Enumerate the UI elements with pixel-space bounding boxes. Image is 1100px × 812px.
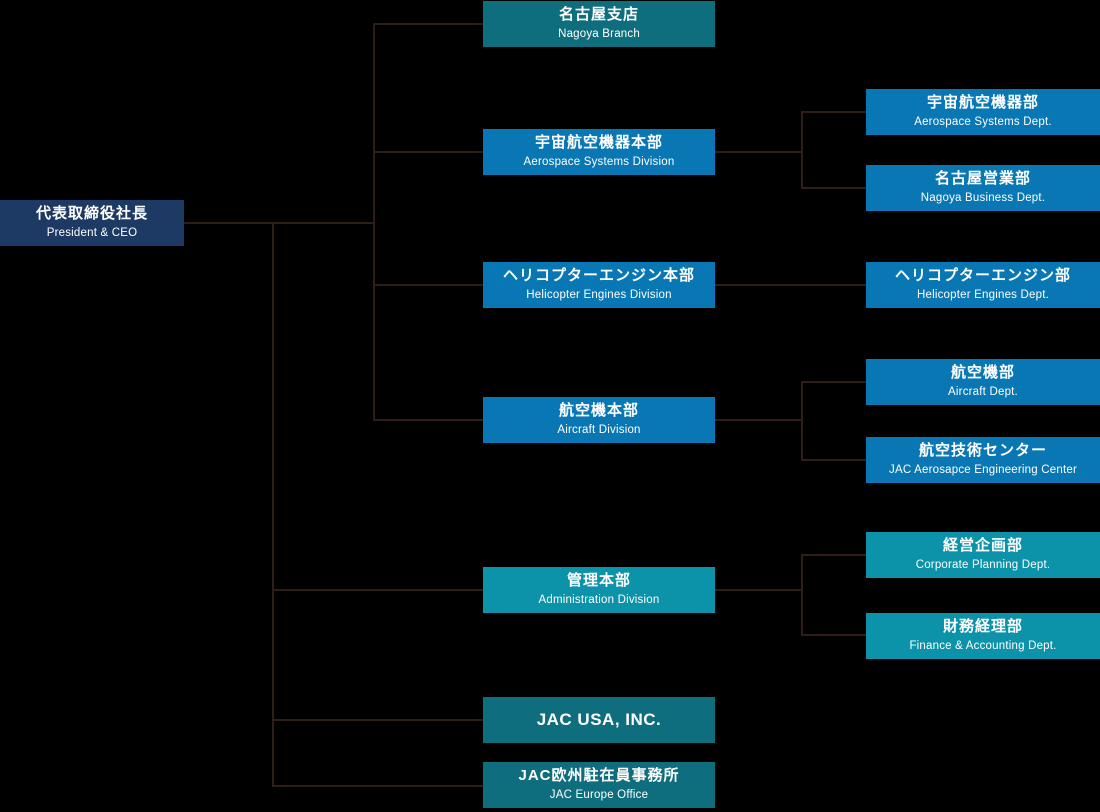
node-title-ja: 航空機本部 [558,402,639,420]
node-title-en: JAC Aerosapce Engineering Center [889,464,1077,477]
connector-line [184,222,375,224]
node-title-ja: ヘリコプターエンジン部 [894,267,1071,285]
connector-line [801,381,803,459]
node-jac-europe-office: JAC欧州駐在員事務所 JAC Europe Office [483,762,715,808]
connector-line [801,111,866,113]
node-aerospace-systems-dept: 宇宙航空機器部 Aerospace Systems Dept. [866,89,1100,135]
connector-line [272,589,483,591]
node-title-ja: 経営企画部 [942,537,1023,555]
connector-line [715,589,802,591]
node-title-ja: JAC欧州駐在員事務所 [518,767,680,785]
node-title-ja: 宇宙航空機器部 [926,94,1039,112]
node-title-en: President & CEO [46,227,138,240]
node-jac-usa: JAC USA, INC. [483,697,715,743]
connector-line [715,151,802,153]
node-helicopter-engines-dept: ヘリコプターエンジン部 Helicopter Engines Dept. [866,262,1100,308]
connector-line [272,719,483,721]
connector-line [373,419,483,421]
node-title-ja: 名古屋支店 [558,6,639,24]
node-helicopter-engines-division: ヘリコプターエンジン本部 Helicopter Engines Division [483,262,715,308]
node-title-ja: 代表取締役社長 [35,205,148,223]
node-title-en: Helicopter Engines Dept. [916,289,1049,302]
connector-line [801,554,866,556]
node-title-en: Corporate Planning Dept. [915,559,1051,572]
node-title-en: Aerospace Systems Dept. [914,116,1052,129]
node-corporate-planning-dept: 経営企画部 Corporate Planning Dept. [866,532,1100,578]
node-title-ja: 財務経理部 [942,618,1023,636]
node-title-en: JAC Europe Office [549,789,649,802]
node-title-ja: 航空機部 [950,364,1015,382]
connector-line [801,554,803,635]
connector-line [373,23,483,25]
node-title-ja: 管理本部 [566,572,631,590]
node-title-ja: 宇宙航空機器本部 [534,134,663,152]
node-title: JAC USA, INC. [536,710,662,730]
node-administration-division: 管理本部 Administration Division [483,567,715,613]
node-title-en: Administration Division [538,594,660,607]
node-title-en: Aircraft Dept. [948,386,1018,399]
connector-line [272,785,483,787]
node-nagoya-business-dept: 名古屋営業部 Nagoya Business Dept. [866,165,1100,211]
node-aerospace-systems-division: 宇宙航空機器本部 Aerospace Systems Division [483,129,715,175]
connector-line [801,111,803,189]
connector-line [801,459,866,461]
connector-line [801,634,866,636]
node-title-ja: 航空技術センター [918,442,1047,460]
connector-line [715,419,802,421]
connector-line [373,23,375,421]
node-title-en: Nagoya Business Dept. [920,192,1046,205]
connector-line [272,222,274,787]
node-title-en: Aircraft Division [557,424,641,437]
node-nagoya-branch: 名古屋支店 Nagoya Branch [483,1,715,47]
node-title-ja: ヘリコプターエンジン本部 [502,267,695,285]
node-title-en: Finance & Accounting Dept. [909,640,1057,653]
node-president-ceo: 代表取締役社長 President & CEO [0,200,184,246]
node-aircraft-division: 航空機本部 Aircraft Division [483,397,715,443]
node-title-en: Aerospace Systems Division [523,156,675,169]
node-jac-aerospace-engineering-center: 航空技術センター JAC Aerosapce Engineering Cente… [866,437,1100,483]
node-title-en: Nagoya Branch [558,28,640,41]
connector-line [715,284,866,286]
node-title-ja: 名古屋営業部 [934,170,1031,188]
connector-line [373,151,483,153]
node-title-en: Helicopter Engines Division [526,289,672,302]
connector-line [373,284,483,286]
connector-line [801,187,866,189]
connector-line [801,381,866,383]
node-finance-accounting-dept: 財務経理部 Finance & Accounting Dept. [866,613,1100,659]
node-aircraft-dept: 航空機部 Aircraft Dept. [866,359,1100,405]
